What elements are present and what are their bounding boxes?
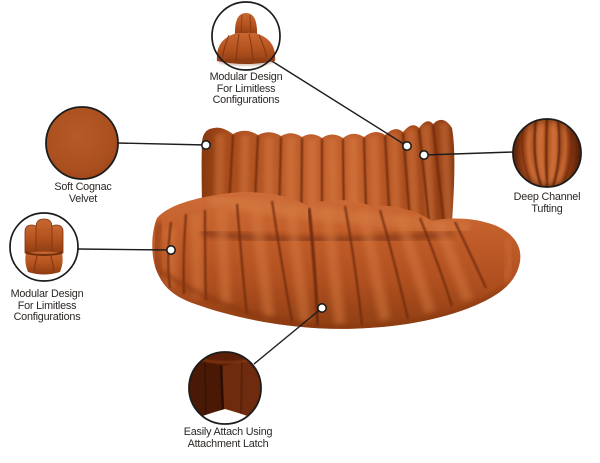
- callout-label-modular-top: Modular Design For Limitless Configurati…: [209, 71, 283, 106]
- callout-label-latch: Easily Attach Using Attachment Latch: [183, 426, 273, 450]
- callout-label-modular-left: Modular Design For Limitless Configurati…: [10, 288, 84, 323]
- anchor-dot-top-modular: [401, 141, 412, 152]
- callout-lines: [77, 57, 514, 365]
- line-left-modular: [77, 248, 172, 251]
- anchor-dot-left-modular: [166, 245, 177, 256]
- sofa-seat: [152, 192, 521, 329]
- callout-label-velvet: Soft Cognac Velvet: [54, 181, 112, 205]
- sofa: [152, 119, 521, 329]
- callout-circle-top-modular: [211, 1, 281, 71]
- line-top-modular: [266, 57, 408, 147]
- line-tufting: [423, 151, 514, 156]
- anchor-dots: [166, 140, 429, 313]
- line-velvet: [116, 142, 207, 146]
- callout-circle-tufting: [512, 118, 582, 188]
- anchor-dot-tufting: [418, 150, 429, 161]
- callout-circle-left-modular: [9, 212, 79, 282]
- anchor-dot-latch: [316, 302, 327, 313]
- callout-circle-velvet: [45, 106, 119, 180]
- line-latch: [253, 307, 323, 365]
- anchor-dot-velvet: [201, 140, 212, 151]
- callout-label-tufting: Deep Channel Tufting: [513, 191, 581, 215]
